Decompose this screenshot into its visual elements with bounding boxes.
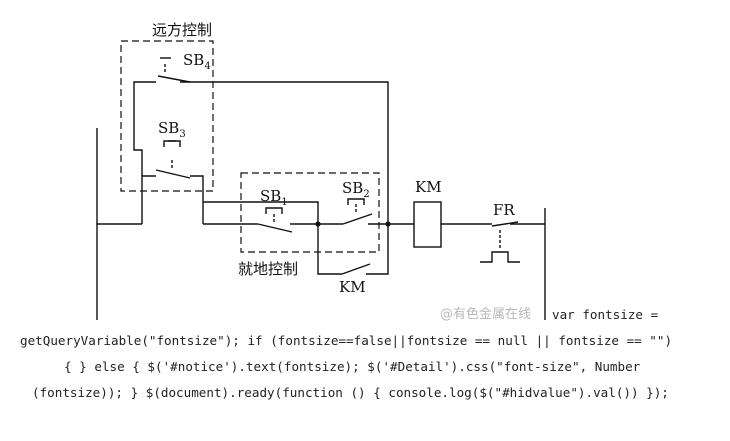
sb4-branch-right [180, 81, 389, 224]
km-coil-box [413, 201, 442, 248]
junctions [315, 221, 391, 227]
sb4-label: SB4 [183, 51, 211, 72]
km-branch [317, 224, 342, 275]
sb2-button [347, 198, 365, 205]
fr-contact [491, 221, 519, 227]
sb3-button [163, 140, 181, 147]
sb3-main: SB [158, 119, 179, 137]
code-line-1: var fontsize = [552, 307, 659, 322]
sb3-branch-left [141, 175, 156, 224]
junction-dot [385, 221, 391, 227]
code-line-4: (fontsize)); } $(document).ready(functio… [32, 385, 669, 400]
sb4-contact [157, 75, 191, 83]
remote-control-box [120, 40, 214, 192]
sb4-main: SB [183, 51, 204, 69]
sb1-contact [257, 223, 293, 233]
km-contact-label: KM [339, 278, 366, 296]
fr-thermal-symbol [480, 251, 520, 263]
local-control-label: 就地控制 [238, 260, 298, 278]
sb2-label: SB2 [342, 179, 370, 200]
sb3-contact [155, 169, 191, 179]
sb1-subscript: 1 [281, 197, 287, 208]
sb2-contact [342, 213, 373, 225]
code-line-3: { } else { $('#notice').text(fontsize); … [64, 359, 641, 374]
watermark: @有色金属在线 [440, 306, 531, 322]
wiring [96, 57, 546, 320]
remote-control-label: 远方控制 [152, 21, 212, 39]
code-line-2: getQueryVariable("fontsize"); if (fontsi… [20, 333, 673, 348]
km-branch-right [366, 224, 389, 275]
sb3-subscript: 3 [179, 129, 185, 140]
km-contact [341, 263, 371, 275]
sb2-main: SB [342, 179, 363, 197]
fr-label: FR [493, 201, 515, 219]
junction-dot [315, 221, 321, 227]
sb1-button [265, 207, 283, 214]
sb4-branch-left [133, 81, 156, 176]
sb4-subscript: 4 [204, 61, 210, 72]
sb3-branch-right [190, 175, 204, 224]
sb1-main: SB [260, 187, 281, 205]
sb1-label: SB1 [260, 187, 288, 208]
sb2-subscript: 2 [363, 189, 369, 200]
km-coil-label: KM [415, 178, 442, 196]
local-control-box [240, 172, 380, 253]
remote-return [203, 201, 319, 224]
sb3-label: SB3 [158, 119, 186, 140]
